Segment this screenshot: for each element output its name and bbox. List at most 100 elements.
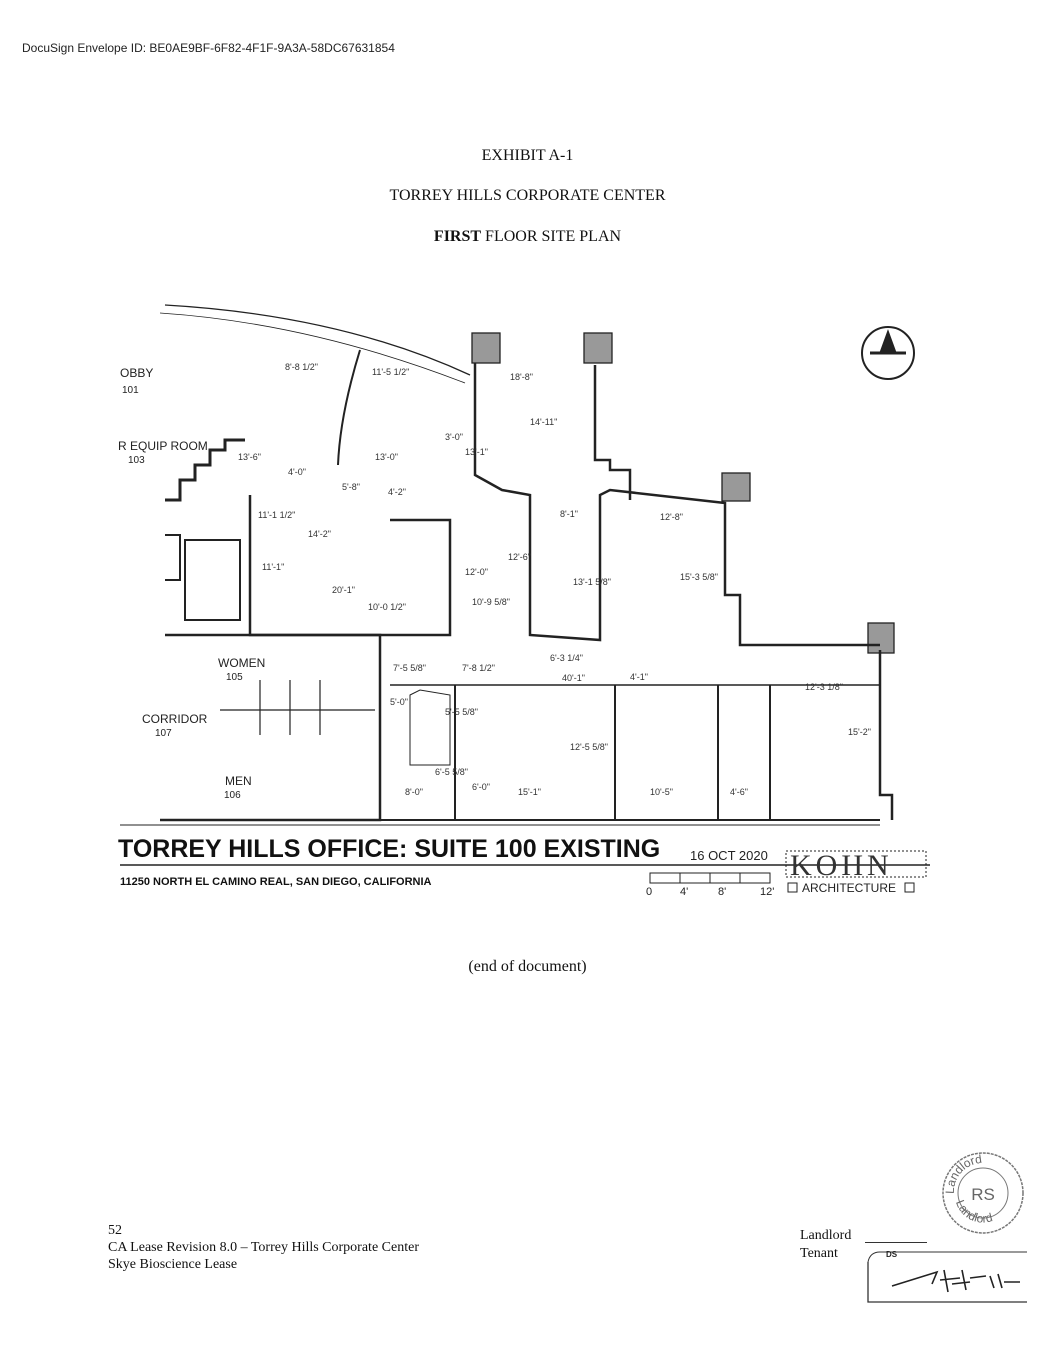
open-office-walls — [248, 495, 452, 637]
column-3 — [721, 472, 751, 502]
docusign-envelope-id: DocuSign Envelope ID: BE0AE9BF-6F82-4F1F… — [22, 41, 395, 55]
dim-37: 15'-1" — [518, 787, 541, 797]
room-men: MEN — [225, 774, 252, 788]
dim-31: 5'-5 5/8" — [445, 707, 478, 717]
dim-7: 4'-0" — [288, 467, 306, 477]
curved-partition — [337, 349, 361, 466]
dim-16: 10'-0 1/2" — [368, 602, 406, 612]
curved-wall — [164, 304, 471, 376]
scale-label-4: 4' — [680, 886, 688, 895]
plan-heading-bold: FIRST — [433, 228, 482, 245]
tenant-label: Tenant — [800, 1246, 838, 1261]
dim-22: 12'-8" — [660, 512, 683, 522]
plan-date: 16 OCT 2020 — [690, 848, 768, 863]
north-arrow-circle — [861, 326, 915, 380]
firm-square-right — [904, 882, 915, 893]
elevator-core — [165, 534, 241, 621]
landlord-initials-stamp: Landlord RS Landlord — [942, 1152, 1024, 1234]
plan-heading: FIRST FLOOR SITE PLAN — [0, 228, 1055, 246]
stall-partitions — [220, 680, 375, 735]
room-corridor-num: 107 — [155, 728, 172, 739]
dim-6: 13'-6" — [238, 452, 261, 462]
dim-32: 12'-5 5/8" — [570, 742, 608, 752]
column-4 — [867, 622, 895, 654]
scale-label-0: 0 — [646, 886, 652, 895]
room-corridor: CORRIDOR — [142, 712, 208, 726]
dim-27: 40'-1" — [562, 673, 585, 683]
floor-plan-drawing: OBBY 101 R EQUIP ROOM 103 WOMEN 105 CORR… — [118, 304, 930, 895]
south-walls — [379, 640, 880, 821]
scale-label-8: 8' — [718, 886, 726, 895]
ds-tag: DS — [886, 1250, 898, 1259]
dim-33: 15'-2" — [848, 727, 871, 737]
north-walls — [473, 363, 880, 647]
dim-36: 6'-0" — [472, 782, 490, 792]
signature-scribble — [891, 1269, 1020, 1293]
equip-room-wall — [165, 438, 245, 502]
lease-revision: CA Lease Revision 8.0 – Torrey Hills Cor… — [108, 1240, 419, 1255]
stamp-initials: RS — [971, 1185, 995, 1204]
dim-39: 4'-6" — [730, 787, 748, 797]
dim-18: 10'-9 5/8" — [472, 597, 510, 607]
firm-sub: ARCHITECTURE — [802, 881, 896, 895]
dim-14: 11'-1" — [262, 562, 284, 572]
angled-wall — [409, 689, 451, 766]
page-footer: 52 CA Lease Revision 8.0 – Torrey Hills … — [108, 1222, 419, 1273]
dim-34: 6'-5 5/8" — [435, 767, 468, 777]
dim-11: 13'-1" — [465, 447, 488, 457]
dim-4: 14'-11" — [530, 417, 557, 427]
room-women: WOMEN — [218, 656, 265, 670]
dim-10: 13'-0" — [375, 452, 398, 462]
plan-heading-rest: FLOOR SITE PLAN — [481, 228, 622, 245]
room-lobby: OBBY — [120, 366, 153, 380]
curved-wall-inner — [159, 312, 466, 384]
firm-box — [785, 850, 927, 878]
column-2 — [583, 332, 613, 364]
firm-logo: KOHN — [790, 849, 893, 882]
dim-25: 7'-8 1/2" — [462, 663, 495, 673]
dim-12: 11'-1 1/2" — [258, 510, 295, 520]
dim-23: 15'-3 5/8" — [680, 572, 718, 582]
dim-20: 8'-1" — [560, 509, 578, 519]
dim-30: 5'-0" — [390, 697, 408, 707]
room-equip: R EQUIP ROOM — [118, 439, 208, 453]
dim-38: 10'-5" — [650, 787, 673, 797]
end-of-document: (end of document) — [468, 958, 587, 975]
scale-ticks — [679, 873, 741, 883]
plan-title: TORREY HILLS OFFICE: SUITE 100 EXISTING — [118, 835, 660, 863]
column-1 — [471, 332, 501, 364]
dim-17: 12'-0" — [465, 567, 488, 577]
plan-address: 11250 NORTH EL CAMINO REAL, SAN DIEGO, C… — [120, 876, 432, 888]
room-women-num: 105 — [226, 672, 243, 683]
firm-square-left — [787, 882, 798, 893]
dim-5: 3'-0" — [445, 432, 463, 442]
dim-9: 4'-2" — [388, 487, 406, 497]
dim-26: 6'-3 1/4" — [550, 653, 583, 663]
property-name: TORREY HILLS CORPORATE CENTER — [389, 187, 666, 204]
tenant-signature: DS — [867, 1250, 1027, 1303]
room-men-num: 106 — [224, 790, 241, 801]
dim-13: 14'-2" — [308, 529, 331, 539]
room-equip-num: 103 — [128, 455, 145, 466]
lease-name: Skye Bioscience Lease — [108, 1257, 238, 1272]
landlord-label: Landlord — [800, 1228, 852, 1243]
dim-35: 8'-0" — [405, 787, 423, 797]
dim-8: 5'-8" — [342, 482, 360, 492]
dim-21: 13'-1 5/8" — [573, 577, 611, 587]
wall-segment — [593, 365, 632, 500]
landlord-initial-line[interactable] — [865, 1242, 927, 1243]
dim-28: 4'-1" — [630, 672, 648, 682]
dim-29: 12'-3 1/8" — [805, 682, 843, 692]
room-lobby-num: 101 — [122, 385, 139, 396]
east-wall — [878, 650, 894, 820]
dim-15: 20'-1" — [332, 585, 355, 595]
north-arrow — [879, 329, 897, 354]
page-number: 52 — [108, 1223, 122, 1238]
dim-2: 11'-5 1/2" — [372, 367, 409, 377]
dim-19: 12'-6" — [508, 552, 531, 562]
restroom-walls — [160, 633, 382, 822]
dim-24: 7'-5 5/8" — [393, 663, 426, 673]
scale-label-12: 12' — [760, 886, 774, 895]
office-partitions — [454, 685, 771, 820]
dim-3: 18'-8" — [510, 372, 533, 382]
